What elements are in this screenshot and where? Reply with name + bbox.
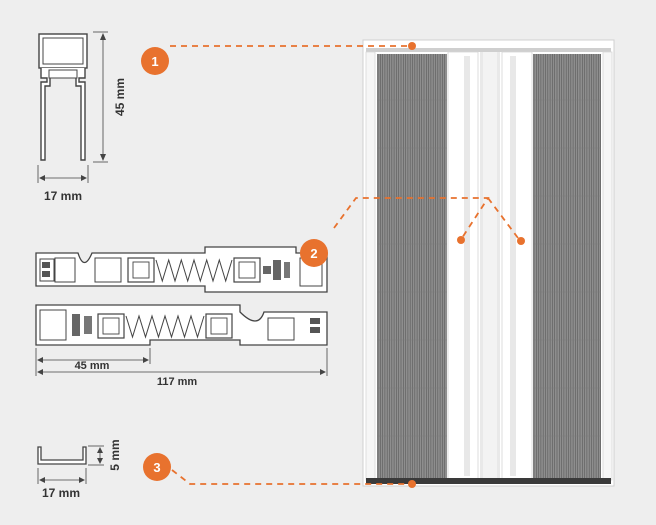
left-sliding-sash bbox=[447, 51, 479, 481]
center-gap bbox=[480, 52, 500, 480]
sash-inner-width-label: 45 mm bbox=[75, 360, 110, 372]
bottom-rail-height-label: 5 mm bbox=[108, 439, 122, 470]
callout-badge-3: 3 bbox=[143, 453, 171, 481]
callout-badge-2: 2 bbox=[300, 239, 328, 267]
right-pleated-mesh bbox=[533, 54, 601, 480]
upper-sash-section bbox=[35, 246, 328, 293]
bottom-rail-dimensions bbox=[37, 445, 104, 484]
lower-sash-section bbox=[35, 304, 328, 346]
sash-dimensions bbox=[35, 348, 328, 376]
callout-badge-1: 1 bbox=[141, 47, 169, 75]
top-profile-width-label: 17 mm bbox=[44, 189, 82, 203]
callout-leader-lines bbox=[170, 45, 519, 485]
svg-text:3: 3 bbox=[153, 460, 160, 475]
bottom-rail-width-label: 17 mm bbox=[42, 486, 80, 500]
sash-total-width-label: 117 mm bbox=[157, 376, 198, 388]
top-profile-height-label: 45 mm bbox=[113, 78, 127, 116]
top-frame-profile bbox=[38, 33, 88, 161]
pleated-insect-screen-door-icon bbox=[362, 39, 615, 487]
bottom-threshold-rail bbox=[37, 446, 87, 465]
callout-target-dots bbox=[408, 42, 525, 488]
svg-text:2: 2 bbox=[310, 246, 317, 261]
sliding-sash-profiles: 45 mm 117 mm bbox=[35, 246, 328, 388]
top-profile-dimensions bbox=[37, 31, 108, 183]
svg-text:1: 1 bbox=[151, 54, 158, 69]
right-sliding-sash bbox=[501, 51, 533, 481]
